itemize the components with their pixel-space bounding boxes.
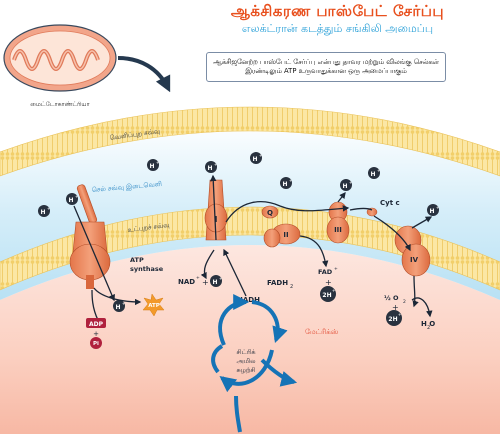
complex-iii [326,201,350,244]
fad-plus: + [325,278,332,287]
proton-ion: H+ [340,179,352,191]
oxygen-plus: + [392,303,399,312]
citric-cycle-line1: சிட்ரிக் [236,348,256,356]
fad-2h-badge [320,286,336,302]
svg-text:H: H [149,163,154,170]
fad-label: FAD [318,268,333,276]
cytochrome-c [366,207,378,217]
proton-ion: H+ [147,159,159,171]
page-subtitle: எலக்ட்ரான் கடத்தும் சங்கிலி அமைப்பு [241,22,434,35]
citric-cycle-line3: சுழற்சி [237,366,256,374]
matrix-label: மேட்ரிக்ஸ் [305,328,339,336]
svg-text:+: + [349,180,352,185]
svg-text:H: H [252,156,257,163]
outer-membrane [0,106,500,177]
adp-label: ADP [89,321,104,328]
svg-text:H: H [370,171,375,178]
svg-text:H: H [68,197,73,204]
proton-flow-arrows [73,174,433,321]
oxygen-2h-charge: + [398,312,401,317]
nad-label: NAD [178,278,195,286]
proton-ion: H+ [427,204,439,216]
complex-i-label: I [215,215,218,224]
svg-text:+: + [156,160,159,165]
matrix-region [0,245,500,434]
proton-ions: H+ H+ H+ H+ H+ H+ H+ H+ H+ H+ H+ [38,152,439,312]
svg-text:H: H [282,181,287,188]
oxygen-subscript: 2 [403,299,406,305]
ubiquinone [261,205,279,219]
oxygen-2h-badge [386,310,402,326]
zoom-pointer-arrow [117,56,171,93]
citric-acid-cycle [211,294,298,433]
citric-cycle-line2: அமில [236,357,256,365]
oxygen-2h-label: 2H [388,316,397,323]
svg-text:+: + [214,162,217,167]
svg-text:H: H [429,208,434,215]
proton-ion: H+ [210,275,222,287]
fadh2-label: FADH [267,279,288,287]
adp-plus: + [93,330,99,338]
complex-iii-label: III [334,226,342,234]
fad-charge: + [334,266,338,272]
proton-ion: H+ [38,205,50,217]
svg-text:H: H [212,279,217,286]
cytochrome-c-label: Cyt c [380,199,400,207]
proton-ion: H+ [280,177,292,189]
proton-ion: H+ [205,161,217,173]
fad-2h-charge: + [332,288,335,293]
proton-ion: H+ [250,152,262,164]
atp-star [142,293,165,317]
svg-text:+: + [436,205,439,210]
complex-ii [263,223,301,248]
fadh2-subscript: 2 [290,284,293,290]
water-subscript: 2 [427,325,430,331]
proton-ion: H+ [66,193,78,205]
page-title: ஆக்சிகரண பாஸ்பேட் சேர்ப்பு [230,2,445,20]
complex-iv-label: IV [410,256,419,264]
svg-text:+: + [377,168,380,173]
atp-synthase-label-line2: synthase [130,265,164,273]
nad-charge: + [196,275,200,281]
atp-label: ATP [148,303,160,309]
proton-ion: H+ [368,167,380,179]
svg-text:H: H [207,165,212,172]
svg-text:+: + [259,153,262,158]
svg-text:H: H [115,304,120,311]
mitochondrion-illustration [3,24,117,92]
ubiquinone-label: Q [267,209,273,217]
svg-text:+: + [289,178,292,183]
complex-iv [394,225,431,277]
description-box: ஆக்சிஜனேற்ற பாஸ்பேட் சேர்ப்பு என்பது தாவ… [206,52,446,82]
proton-ion: H+ [113,300,125,312]
svg-text:+: + [122,301,125,306]
atp-synthase-label-line1: ATP [130,256,144,264]
complex-i [204,179,228,241]
oxygen-label: ½ O [384,294,399,302]
svg-text:+: + [75,194,78,199]
pi-label: Pi [93,341,99,347]
svg-text:H: H [40,209,45,216]
adp-badge [86,318,106,328]
fad-2h-label: 2H [322,292,331,299]
complex-ii-label: II [283,231,288,239]
svg-text:+: + [219,276,222,281]
water-label: H O [421,320,435,328]
inner-membrane [0,206,500,291]
pi-badge [90,337,102,349]
svg-text:H: H [342,183,347,190]
mitochondria-label: மைட்டோகாண்ட்ரியா [30,101,90,108]
nad-plus: + [202,278,209,287]
svg-text:+: + [47,206,50,211]
